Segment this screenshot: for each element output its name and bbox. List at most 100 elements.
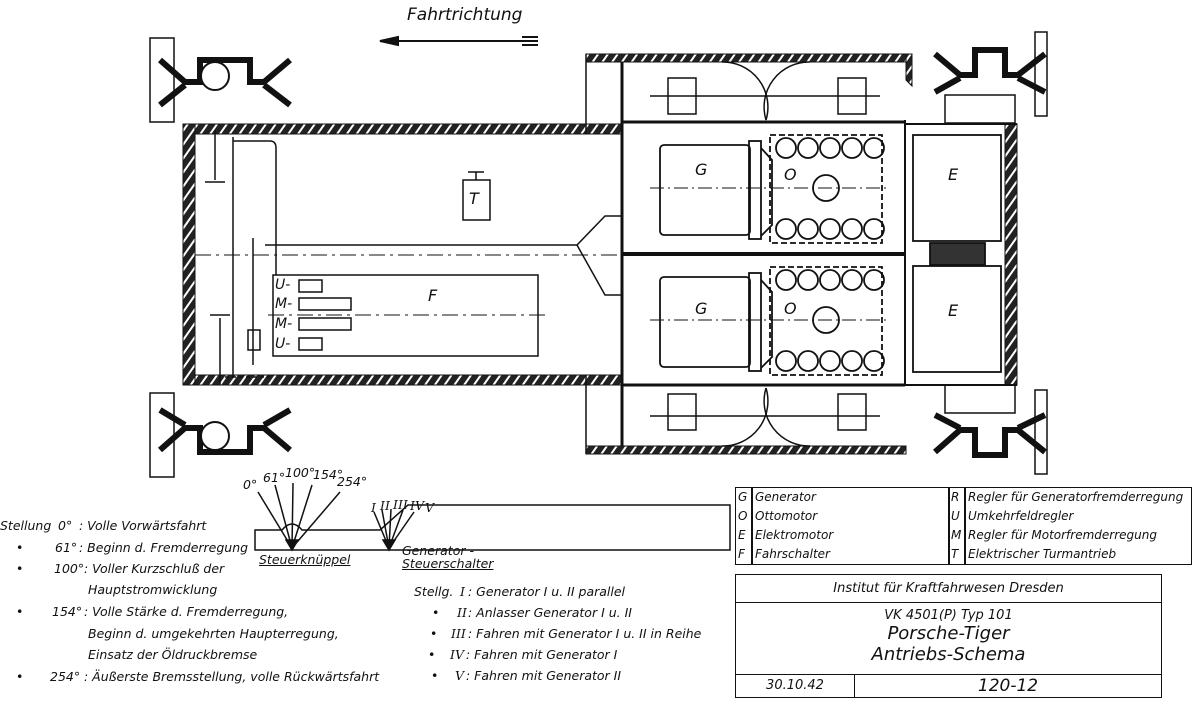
legend-key: R xyxy=(951,490,960,504)
stellg-pos-II: II xyxy=(457,605,467,620)
legend-divider xyxy=(948,488,950,564)
hull-rear-compartment xyxy=(585,53,1018,455)
stellung-marker: Stellung xyxy=(0,518,52,533)
stellg-marker: Stellg. xyxy=(414,584,454,599)
front-sprocket-bottom xyxy=(149,392,292,478)
gen-switch-label-2: Steuerschalter xyxy=(402,556,494,571)
lever-ray xyxy=(291,482,294,549)
legend-key: U xyxy=(951,509,960,523)
stellung-text-61: : Beginn d. Fremderregung xyxy=(79,540,249,555)
lever-ray xyxy=(291,491,341,549)
stellg-pos-IV: IV xyxy=(450,647,464,662)
lever-ray xyxy=(291,484,313,549)
legend-desc: Ottomotor xyxy=(755,509,818,523)
stellung-text-154-cont2: Einsatz der Öldruckbremse xyxy=(88,647,258,662)
legend-divider xyxy=(751,488,753,564)
stellg-pos-I: I xyxy=(460,584,465,599)
stellung-text-254: : Äußerste Bremsstellung, volle Rückwärt… xyxy=(84,669,380,684)
lever-angle-61: 61° xyxy=(263,470,286,485)
stellung-bullet-1: • xyxy=(16,540,24,555)
label-drive-switch: F xyxy=(428,286,438,305)
steering-lever-diagram xyxy=(254,482,731,552)
label-motor-top: E xyxy=(948,165,959,184)
stellung-angle-154: 154° xyxy=(52,604,83,619)
cooling-fans xyxy=(650,61,880,447)
hull-front-compartment xyxy=(182,123,624,386)
stellung-angle-254: 254° xyxy=(50,669,81,684)
gen-pos-III: III xyxy=(393,497,408,512)
legend-row: U Umkehrfeldregler xyxy=(949,507,1189,526)
gen-pos-II: II xyxy=(380,498,390,513)
electric-motors xyxy=(912,134,1002,373)
title-block-date: 30.10.42 xyxy=(736,675,855,697)
legend-row: O Ottomotor xyxy=(736,507,948,526)
stellg-pos-V: V xyxy=(455,668,465,683)
lever-angle-154: 154° xyxy=(313,467,344,482)
legend-row: E Elektromotor xyxy=(736,526,948,545)
stellung-text-154-cont1: Beginn d. umgekehrten Haupterregung, xyxy=(88,626,339,641)
stellg-bullet-II: • xyxy=(432,605,440,620)
legend-key: E xyxy=(738,528,746,542)
legend-key: T xyxy=(951,547,959,561)
stellg-pos-III: III xyxy=(451,626,466,641)
rear-sprocket-bottom xyxy=(933,384,1048,475)
title-block-type: VK 4501(P) Typ 101 xyxy=(884,608,1013,623)
stellg-text-I: : Generator I u. II parallel xyxy=(468,584,626,599)
legend-key: O xyxy=(738,509,748,523)
lever-angle-0: 0° xyxy=(243,477,258,492)
title-block-number: 120-12 xyxy=(977,676,1039,696)
power-unit-top xyxy=(650,134,890,244)
gen-pos-V: V xyxy=(425,500,435,515)
stellg-text-IV: : Fahren mit Generator I xyxy=(466,647,618,662)
title-block-footer: 30.10.42 120-12 xyxy=(736,674,1161,697)
stellg-bullet-IV: • xyxy=(428,647,436,662)
stellung-text-0: : Volle Vorwärtsfahrt xyxy=(79,518,207,533)
legend-row: T Elektrischer Turmantrieb xyxy=(949,545,1189,564)
lever-angle-254: 254° xyxy=(337,474,368,489)
rear-sprocket-top xyxy=(933,31,1048,124)
stellung-text-154: : Volle Stärke d. Fremderregung, xyxy=(84,604,289,619)
label-switch-u1: U- xyxy=(275,277,291,293)
front-sprocket-top xyxy=(149,37,292,123)
gen-pos-I: I xyxy=(371,500,376,515)
legend-desc: Fahrschalter xyxy=(755,547,830,561)
legend-key: M xyxy=(951,528,962,542)
stellung-bullet-3: • xyxy=(16,604,24,619)
label-engine-top: O xyxy=(784,165,797,184)
title-block-name: Porsche-Tiger xyxy=(887,623,1010,644)
label-engine-bottom: O xyxy=(784,299,797,318)
lever-angle-100: 100° xyxy=(285,465,316,480)
label-generator-bottom: G xyxy=(695,299,708,318)
stellg-bullet-V: • xyxy=(431,668,439,683)
legend-desc: Regler für Motorfremderregung xyxy=(968,528,1157,542)
lever-label: Steuerknüppel xyxy=(259,552,351,567)
label-generator-top: G xyxy=(695,160,708,179)
stellung-angle-61: 61° xyxy=(55,540,78,555)
label-switch-u2: U- xyxy=(275,336,291,352)
lever-ray xyxy=(274,484,293,549)
stellg-bullet-III: • xyxy=(430,626,438,641)
direction-title: Fahrtrichtung xyxy=(407,5,523,25)
legend-key: F xyxy=(738,547,745,561)
label-switch-m1: M- xyxy=(275,296,293,312)
stellg-text-III: : Fahren mit Generator I u. II in Reihe xyxy=(468,626,702,641)
title-block-institute: Institut für Kraftfahrwesen Dresden xyxy=(736,575,1161,603)
label-turret-drive: T xyxy=(469,189,479,208)
lever-ray xyxy=(257,491,293,549)
gen-switch-pivot-icon xyxy=(381,539,397,552)
gen-pos-IV: IV xyxy=(410,498,424,513)
legend-desc: Elektrischer Turmantrieb xyxy=(968,547,1117,561)
direction-arrow-icon xyxy=(379,35,538,47)
legend-desc: Elektromotor xyxy=(755,528,834,542)
legend-key: G xyxy=(738,490,748,504)
title-block-subtitle: Antriebs-Schema xyxy=(871,644,1026,665)
legend-desc: Umkehrfeldregler xyxy=(968,509,1074,523)
lever-pivot-icon xyxy=(284,539,300,552)
power-unit-bottom xyxy=(650,266,890,376)
front-internals xyxy=(195,130,905,385)
